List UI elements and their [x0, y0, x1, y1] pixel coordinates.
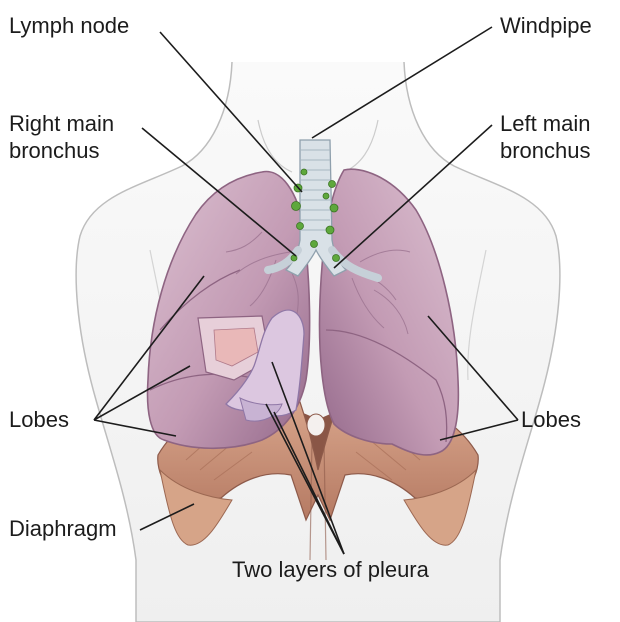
- label-left-main-bronchus-line2: bronchus: [500, 138, 591, 163]
- label-right-main-bronchus-line1: Right main: [9, 111, 115, 136]
- leader-pleura-3: [273, 411, 345, 555]
- right-lung-fissure: [159, 269, 241, 331]
- leader-lobes-left-2: [93, 365, 191, 421]
- neck-line: [257, 119, 293, 173]
- label-lobes-right-text: Lobes: [521, 407, 581, 432]
- diaphragm-lower-right: [403, 468, 477, 546]
- leader-lobes-left-3: [93, 419, 177, 437]
- leader-lymph-node: [159, 31, 303, 193]
- leader-lobes-right-1: [427, 315, 519, 421]
- label-right-main-bronchus: Right main bronchus: [9, 110, 114, 164]
- left-main-bronchus: [328, 246, 382, 282]
- spine-column: [309, 439, 327, 561]
- leader-lobes-left-1: [93, 275, 205, 421]
- diaphragm-lower-left: [159, 468, 233, 546]
- label-lobes-left-text: Lobes: [9, 407, 69, 432]
- right-main-bronchus: [264, 246, 302, 274]
- leader-windpipe: [311, 26, 493, 139]
- label-pleura: Two layers of pleura: [232, 556, 429, 583]
- pleura-window-detail: [213, 327, 259, 367]
- left-lung-fissure: [325, 329, 448, 443]
- label-left-main-bronchus-line1: Left main: [500, 111, 591, 136]
- label-pleura-text: Two layers of pleura: [232, 557, 429, 582]
- label-windpipe-text: Windpipe: [500, 13, 592, 38]
- leader-diaphragm: [139, 503, 195, 531]
- leader-lines: [93, 26, 519, 555]
- label-lymph-node-text: Lymph node: [9, 13, 130, 38]
- esophagus-opening: [306, 413, 326, 437]
- label-lobes-left: Lobes: [9, 406, 69, 433]
- label-left-main-bronchus: Left main bronchus: [500, 110, 591, 164]
- leader-left-main-bronchus: [333, 124, 493, 269]
- leader-lobes-right-2: [439, 419, 519, 441]
- chest-line: [467, 249, 487, 381]
- label-windpipe: Windpipe: [500, 12, 592, 39]
- leader-right-main-bronchus: [141, 127, 297, 257]
- label-lobes-right: Lobes: [521, 406, 581, 433]
- right-lung-veins: [225, 231, 299, 321]
- left-lung: [318, 168, 460, 456]
- label-diaphragm: Diaphragm: [9, 515, 117, 542]
- label-right-main-bronchus-line2: bronchus: [9, 138, 100, 163]
- leader-pleura-1: [271, 361, 345, 555]
- label-diaphragm-text: Diaphragm: [9, 516, 117, 541]
- label-lymph-node: Lymph node: [9, 12, 129, 39]
